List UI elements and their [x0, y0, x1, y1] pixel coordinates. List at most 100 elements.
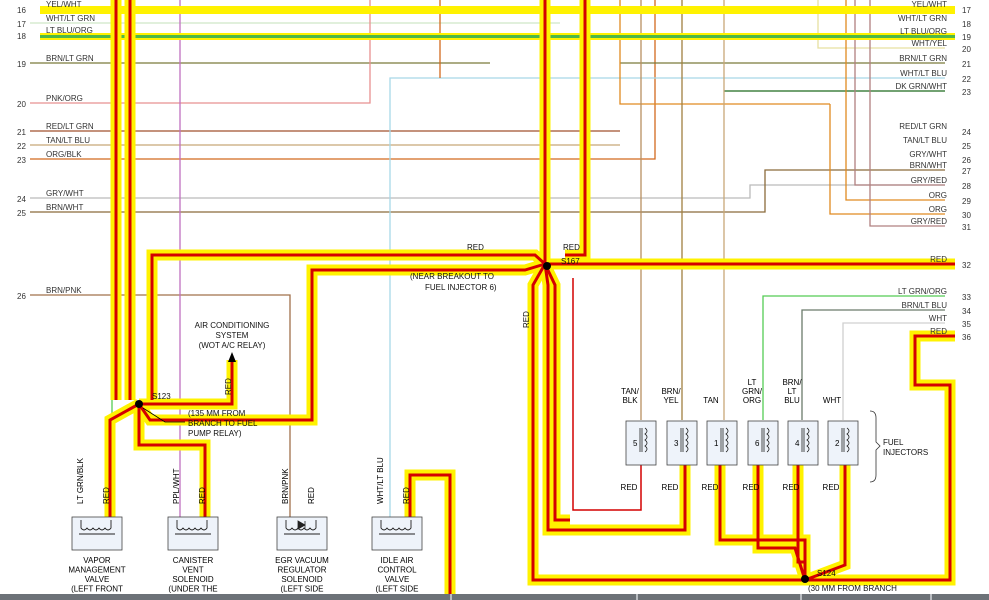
left-row-number: 24 — [17, 195, 26, 204]
wire-r20-wht-yel — [817, 0, 945, 49]
splice-s124-label: S124 — [817, 569, 836, 578]
right-row-number: 18 — [962, 20, 971, 29]
right-row-number: 21 — [962, 60, 971, 69]
wire-label-red-top-right: RED — [563, 243, 580, 252]
component-wire-left: BRN/PNK — [281, 468, 290, 504]
injector-wire-label: BLK — [622, 396, 638, 405]
splice-s123-label: S123 — [152, 392, 171, 401]
wire-label-red-top-left: RED — [467, 243, 484, 252]
right-wire-label: YEL/WHT — [911, 0, 947, 9]
right-row-number: 34 — [962, 307, 971, 316]
bottom-scroll-strip — [0, 594, 989, 600]
injector-coil-icon — [761, 427, 770, 453]
splice-s167-note-2: FUEL INJECTOR 6) — [425, 283, 497, 292]
right-row-number: 17 — [962, 6, 971, 15]
right-row-number: 24 — [962, 128, 971, 137]
wire-label-red-to-ac: RED — [224, 378, 233, 395]
component-wire-left: LT GRN/BLK — [76, 457, 85, 504]
component-box — [276, 516, 328, 551]
left-row-number: 22 — [17, 142, 26, 151]
component-wire-right: RED — [102, 487, 111, 504]
coil-icon — [284, 520, 320, 535]
wire-23-org-blk — [30, 0, 656, 160]
right-row-number: 20 — [962, 45, 971, 54]
wire-r28-gry-red — [854, 0, 945, 186]
right-row-number: 25 — [962, 142, 971, 151]
wire-r30b — [829, 104, 945, 215]
wire-label-red-vertical: RED — [522, 311, 531, 328]
left-row-number: 19 — [17, 60, 26, 69]
wire-r30-org — [619, 0, 830, 105]
right-wire-label: WHT/LT BLU — [900, 69, 947, 78]
component-name-line: (LEFT SIDE — [376, 585, 419, 594]
right-wire-label: LT GRN/ORG — [898, 287, 947, 296]
right-row-number: 23 — [962, 88, 971, 97]
left-wire-label: BRN/PNK — [46, 286, 82, 295]
injector-number: 5 — [633, 439, 638, 448]
left-wire-label: YEL/WHT — [46, 0, 82, 9]
wire-r31-gry-red — [869, 0, 945, 227]
injector-wire-label: YEL — [663, 396, 679, 405]
splice-s167-note-1: (NEAR BREAKOUT TO — [410, 272, 494, 281]
right-row-number: 36 — [962, 333, 971, 342]
left-row-number: 21 — [17, 128, 26, 137]
component-wire-left: WHT/LT BLU — [376, 457, 385, 504]
component-wire-left: PPL/WHT — [172, 468, 181, 504]
right-row-number: 35 — [962, 320, 971, 329]
injector-number: 6 — [755, 439, 760, 448]
right-wire-label: GRY/WHT — [909, 150, 947, 159]
injector-number: 2 — [835, 439, 840, 448]
injector-coil-icon — [801, 427, 810, 453]
component-name-line: (LEFT FRONT — [71, 585, 123, 594]
component-name-line: IDLE AIR — [381, 556, 414, 565]
splice-s123-dot — [135, 400, 143, 408]
injectors-bracket — [869, 410, 881, 483]
right-wire-label: ORG — [929, 205, 947, 214]
injector-wire-label: BLU — [784, 396, 800, 405]
left-row-number: 16 — [17, 6, 26, 15]
injector-box — [747, 420, 779, 466]
right-wire-label: BRN/LT GRN — [899, 54, 947, 63]
right-wire-label: LT BLU/ORG — [900, 27, 947, 36]
ac-system-line-3: (WOT A/C RELAY) — [199, 341, 266, 350]
injector-red-label: RED — [621, 483, 638, 492]
component-name-line: EGR VACUUM — [275, 556, 329, 565]
right-row-number: 30 — [962, 211, 971, 220]
coil-icon — [79, 520, 115, 535]
right-row-number: 26 — [962, 156, 971, 165]
component-name-line: (UNDER THE — [168, 585, 217, 594]
injector-box — [666, 420, 698, 466]
left-wire-label: BRN/LT GRN — [46, 54, 94, 63]
injector-wire-label: LT — [748, 378, 757, 387]
injector-box — [706, 420, 738, 466]
right-wire-label: GRY/RED — [911, 217, 948, 226]
wire-25-brn-wht — [30, 169, 945, 213]
wire-inj6-lt-grn-org — [762, 295, 945, 420]
wire-r22-wht-lt-blu — [389, 77, 945, 520]
right-wire-label: GRY/RED — [911, 176, 948, 185]
component-name-line: CONTROL — [377, 566, 417, 575]
component-wire-right: RED — [307, 487, 316, 504]
wire-24-gry-wht — [30, 184, 945, 199]
component-wire-right: RED — [198, 487, 207, 504]
splice-s124-note-1: (30 MM FROM BRANCH — [808, 584, 897, 593]
splice-s124-dot — [801, 575, 809, 583]
component-name-line: MANAGEMENT — [68, 566, 125, 575]
right-row-number: 33 — [962, 293, 971, 302]
wire-r29-org — [845, 0, 945, 201]
bus-16-yel-wht — [40, 6, 955, 14]
right-row-number: 31 — [962, 223, 971, 232]
left-wire-label: LT BLU/ORG — [46, 26, 93, 35]
component-box — [371, 516, 423, 551]
left-wire-label: PNK/ORG — [46, 94, 83, 103]
